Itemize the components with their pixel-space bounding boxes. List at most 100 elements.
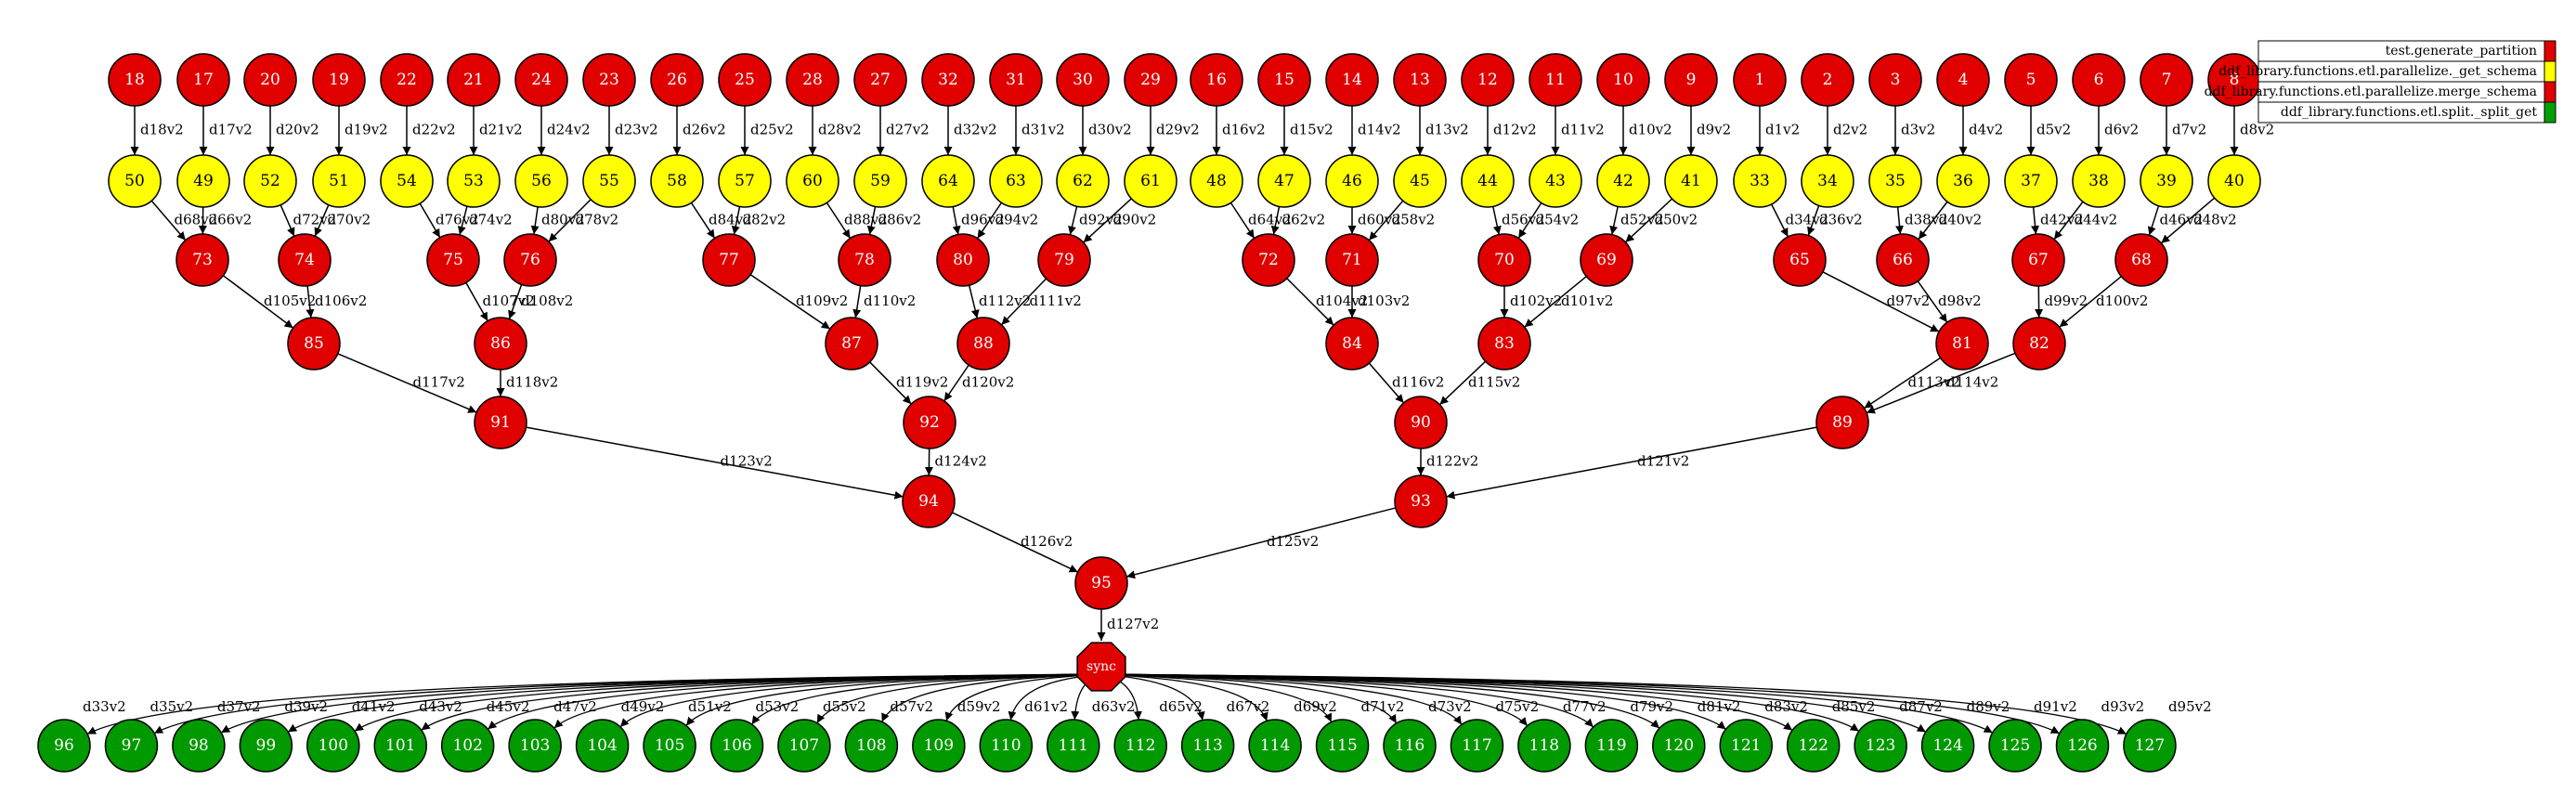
node-split-get[interactable]: 99: [239, 719, 293, 773]
node-merge-schema[interactable]: 94: [902, 474, 956, 528]
node-get-schema[interactable]: 44: [1461, 154, 1515, 208]
node-split-get[interactable]: 100: [306, 719, 360, 773]
node-split-get[interactable]: 109: [912, 719, 966, 773]
node-merge-schema[interactable]: 67: [2011, 233, 2065, 287]
node-split-get[interactable]: 127: [2123, 719, 2177, 773]
node-generate-partition[interactable]: 1: [1733, 53, 1787, 107]
node-merge-schema[interactable]: 73: [176, 233, 229, 287]
node-merge-schema[interactable]: 76: [503, 233, 557, 287]
node-get-schema[interactable]: 62: [1056, 154, 1110, 208]
node-merge-schema[interactable]: 70: [1477, 233, 1531, 287]
node-merge-schema[interactable]: 91: [474, 396, 527, 449]
node-merge-schema[interactable]: 75: [426, 233, 480, 287]
node-split-get[interactable]: 114: [1248, 719, 1302, 773]
node-split-get[interactable]: 107: [777, 719, 831, 773]
node-merge-schema[interactable]: 79: [1037, 233, 1091, 287]
node-generate-partition[interactable]: 19: [312, 53, 366, 107]
node-split-get[interactable]: 104: [575, 719, 630, 773]
node-get-schema[interactable]: 49: [176, 154, 230, 208]
node-split-get[interactable]: 98: [172, 719, 226, 773]
node-generate-partition[interactable]: 26: [650, 53, 704, 107]
node-split-get[interactable]: 112: [1113, 719, 1167, 773]
node-split-get[interactable]: 119: [1584, 719, 1639, 773]
node-generate-partition[interactable]: 28: [786, 53, 839, 107]
node-generate-partition[interactable]: 30: [1056, 53, 1110, 107]
node-split-get[interactable]: 106: [709, 719, 764, 773]
node-get-schema[interactable]: 50: [108, 154, 162, 208]
node-split-get[interactable]: 116: [1383, 719, 1437, 773]
node-merge-schema[interactable]: 66: [1876, 233, 1930, 287]
node-get-schema[interactable]: 51: [312, 154, 366, 208]
node-get-schema[interactable]: 41: [1664, 154, 1718, 208]
node-generate-partition[interactable]: 18: [108, 53, 162, 107]
node-split-get[interactable]: 105: [643, 719, 696, 773]
node-merge-schema[interactable]: 83: [1477, 317, 1531, 370]
node-get-schema[interactable]: 57: [718, 154, 772, 208]
node-merge-schema[interactable]: 86: [474, 317, 527, 370]
node-merge-schema[interactable]: 89: [1815, 396, 1869, 449]
node-split-get[interactable]: 110: [979, 719, 1034, 773]
node-split-get[interactable]: 101: [373, 719, 427, 773]
node-generate-partition[interactable]: 11: [1529, 53, 1582, 107]
node-merge-schema[interactable]: 65: [1773, 233, 1827, 287]
node-get-schema[interactable]: 33: [1733, 154, 1787, 208]
node-get-schema[interactable]: 46: [1325, 154, 1379, 208]
node-get-schema[interactable]: 34: [1801, 154, 1854, 208]
node-generate-partition[interactable]: 9: [1664, 53, 1718, 107]
node-split-get[interactable]: 97: [104, 719, 159, 773]
node-generate-partition[interactable]: 32: [921, 53, 975, 107]
node-split-get[interactable]: 115: [1315, 719, 1370, 773]
node-get-schema[interactable]: 61: [1124, 154, 1177, 208]
node-generate-partition[interactable]: 4: [1936, 53, 1990, 107]
node-split-get[interactable]: 126: [2055, 719, 2110, 773]
node-split-get[interactable]: 120: [1652, 719, 1706, 773]
node-split-get[interactable]: 123: [1854, 719, 1907, 773]
node-get-schema[interactable]: 42: [1596, 154, 1650, 208]
node-split-get[interactable]: 102: [440, 719, 495, 773]
node-merge-schema[interactable]: 87: [825, 317, 878, 370]
node-split-get[interactable]: 103: [508, 719, 562, 773]
node-split-get[interactable]: 111: [1047, 719, 1100, 773]
node-get-schema[interactable]: 45: [1393, 154, 1447, 208]
node-get-schema[interactable]: 64: [921, 154, 975, 208]
node-get-schema[interactable]: 52: [243, 154, 297, 208]
node-split-get[interactable]: 122: [1786, 719, 1841, 773]
node-get-schema[interactable]: 38: [2072, 154, 2126, 208]
node-merge-schema[interactable]: 78: [838, 233, 891, 287]
node-merge-schema[interactable]: 95: [1074, 556, 1128, 610]
node-generate-partition[interactable]: 2: [1801, 53, 1854, 107]
node-get-schema[interactable]: 55: [582, 154, 636, 208]
node-get-schema[interactable]: 36: [1936, 154, 1990, 208]
node-get-schema[interactable]: 59: [853, 154, 907, 208]
node-merge-schema[interactable]: 80: [936, 233, 990, 287]
node-merge-schema[interactable]: 84: [1325, 317, 1379, 370]
node-get-schema[interactable]: 56: [514, 154, 568, 208]
node-generate-partition[interactable]: 21: [447, 53, 501, 107]
node-get-schema[interactable]: 53: [447, 154, 501, 208]
node-generate-partition[interactable]: 14: [1325, 53, 1379, 107]
node-split-get[interactable]: 118: [1517, 719, 1571, 773]
node-split-get[interactable]: 96: [37, 719, 91, 773]
node-split-get[interactable]: 124: [1920, 719, 1975, 773]
node-merge-schema[interactable]: 81: [1935, 317, 1989, 370]
node-get-schema[interactable]: 40: [2207, 154, 2261, 208]
node-generate-partition[interactable]: 15: [1257, 53, 1311, 107]
node-get-schema[interactable]: 35: [1868, 154, 1922, 208]
node-merge-schema[interactable]: 77: [702, 233, 756, 287]
node-merge-schema[interactable]: 85: [287, 317, 341, 370]
node-merge-schema[interactable]: 88: [956, 317, 1010, 370]
node-get-schema[interactable]: 48: [1190, 154, 1243, 208]
node-merge-schema[interactable]: 71: [1325, 233, 1379, 287]
node-generate-partition[interactable]: 10: [1596, 53, 1650, 107]
node-merge-schema[interactable]: 72: [1242, 233, 1295, 287]
node-get-schema[interactable]: 47: [1257, 154, 1311, 208]
node-generate-partition[interactable]: 31: [989, 53, 1043, 107]
node-generate-partition[interactable]: 17: [176, 53, 230, 107]
node-sync[interactable]: sync: [1076, 642, 1126, 692]
node-get-schema[interactable]: 37: [2004, 154, 2058, 208]
node-generate-partition[interactable]: 20: [243, 53, 297, 107]
node-generate-partition[interactable]: 25: [718, 53, 772, 107]
node-merge-schema[interactable]: 74: [278, 233, 332, 287]
node-split-get[interactable]: 113: [1180, 719, 1235, 773]
node-split-get[interactable]: 125: [1988, 719, 2042, 773]
